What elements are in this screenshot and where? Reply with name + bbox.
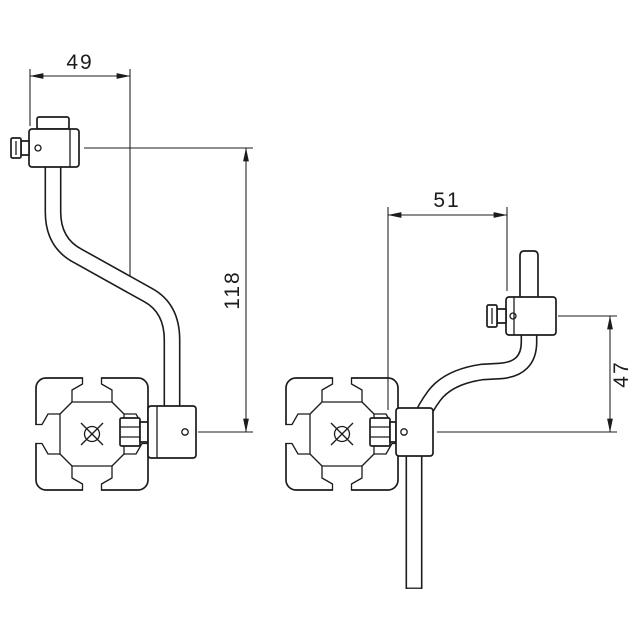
t-bolt (369, 417, 397, 447)
bolt-head (119, 417, 141, 447)
center-mark (34, 144, 42, 152)
center-mark (400, 428, 408, 436)
dim-side-width-label: 51 (433, 189, 460, 212)
bolt-washer (389, 421, 397, 443)
stub-rod (519, 250, 539, 297)
t-bolt (119, 417, 149, 447)
dim-side-width: 51 (387, 189, 508, 410)
bolt-head (369, 417, 391, 447)
screw-washer (496, 308, 507, 324)
dim-front-width: 49 (29, 51, 131, 277)
clamp-side (486, 250, 557, 336)
dim-front-height: 118 (84, 147, 253, 433)
dim-side-height-label: 47 (610, 360, 633, 387)
front-view: 49 118 (10, 51, 253, 492)
dim-front-width-label: 49 (66, 51, 93, 74)
bent-rod (44, 162, 181, 424)
center-mark (181, 428, 189, 436)
bolt-washer (139, 421, 149, 443)
collar-clamp (395, 407, 434, 457)
bent-rod (405, 330, 538, 589)
clamp-bottom (147, 405, 197, 459)
dim-side-height: 47 (437, 315, 633, 433)
clamp-top (10, 116, 80, 168)
clamp-body (147, 405, 197, 459)
side-view: 51 47 (284, 189, 633, 589)
center-mark (509, 312, 517, 320)
clamp-body (395, 407, 434, 457)
screw-washer (20, 140, 30, 156)
dim-front-height-label: 118 (221, 270, 244, 309)
clamp-cap (36, 116, 70, 130)
clamp-body (28, 128, 80, 168)
